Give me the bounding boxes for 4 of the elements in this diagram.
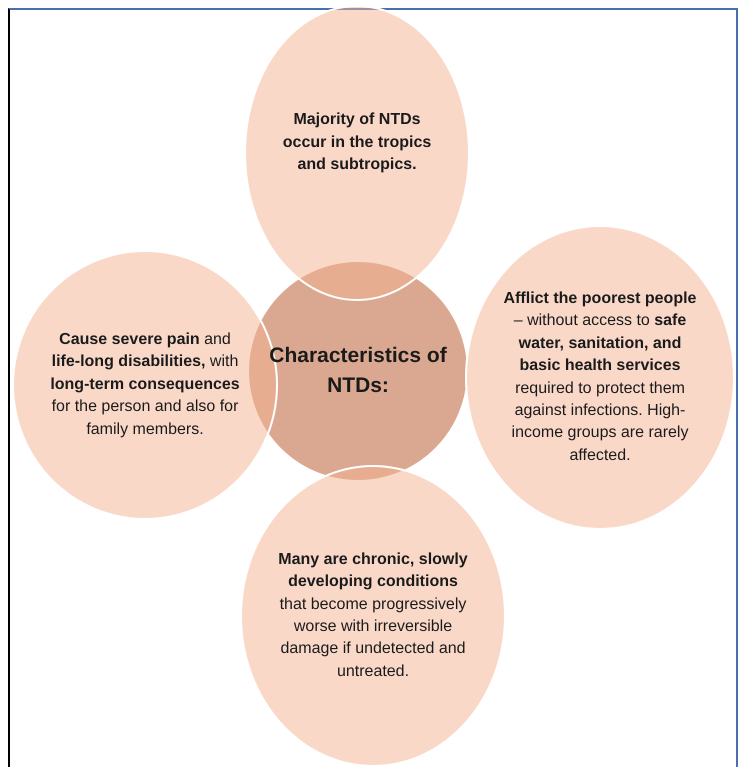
- circle-text: Majority of NTDs occur in the tropics and subtropics.: [282, 110, 432, 176]
- circle-text: Many are chronic, slowly developing conditions that become progressively worse with irreversible damage if undetected and untreated.: [278, 550, 468, 682]
- circle-text: Cause severe pain and life-long disabilities, with long-term consequences for the person and also for family members.: [49, 330, 241, 440]
- circle-text: Afflict the poorest people – without access to safe water, sanitation, and basic health services required to protect them against infections. High-income groups are rarely affected.: [502, 288, 698, 466]
